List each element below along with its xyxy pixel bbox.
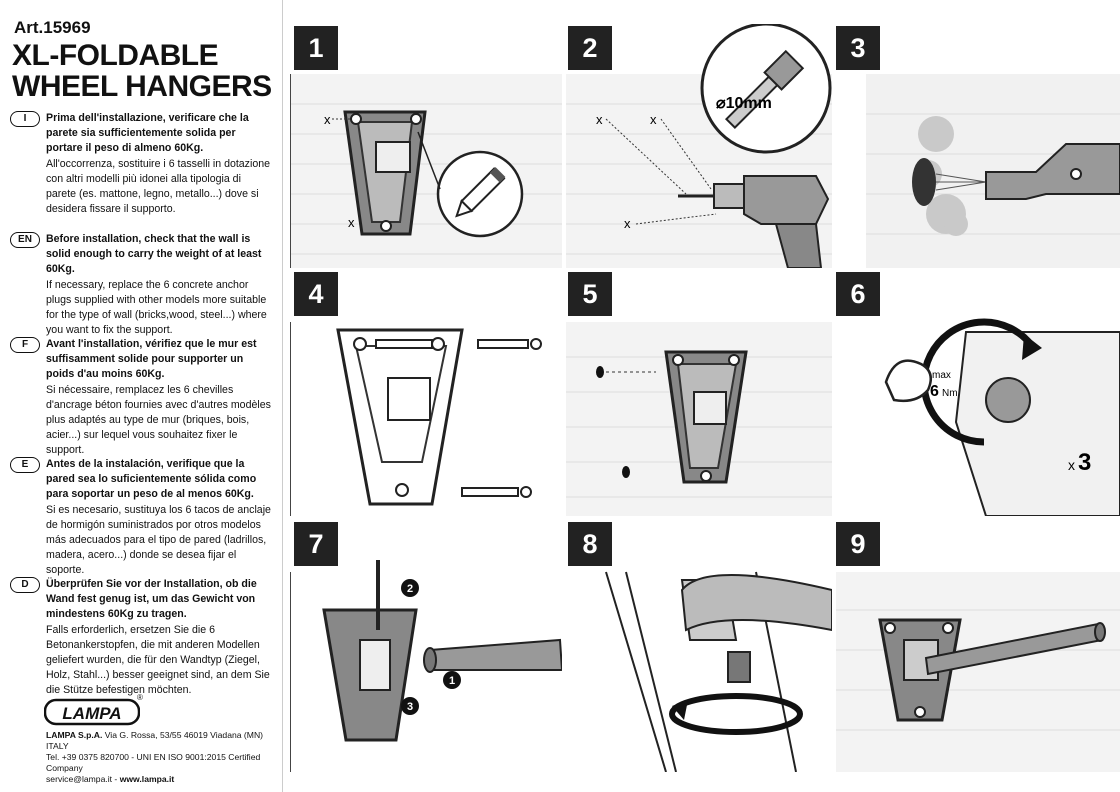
step-5-number: 5 (568, 272, 612, 316)
company-address: Via G. Rossa, 53/55 46019 Viadana (MN) I… (46, 730, 264, 751)
step-2-panel: 2 x x x ⌀10mm (566, 24, 832, 268)
lang-block-en: EN Before installation, check that the w… (10, 232, 272, 338)
step-1-illustration: x x (290, 74, 562, 268)
step-8-illustration (605, 571, 832, 772)
hanger-arm (429, 638, 562, 671)
lang-text-de: Falls erforderlich, ersetzen Sie die 6 B… (46, 623, 270, 697)
lang-badge-de: D (10, 577, 40, 593)
nut-icon (727, 651, 751, 683)
rotate-arrow (669, 693, 803, 735)
lang-warning-es: Antes de la instalación, verifique que l… (46, 458, 257, 501)
lang-block-de: D Überprüfen Sie vor der Installation, o… (10, 577, 272, 699)
lang-text-es: Si es necesario, sustituya los 6 tacos d… (46, 503, 271, 577)
company-info: LAMPA S.p.A. Via G. Rossa, 53/55 46019 V… (46, 730, 282, 785)
step-9-panel: 9 (836, 520, 1120, 772)
lang-badge-es: E (10, 457, 40, 473)
repeat-count: 3 (1078, 449, 1091, 476)
step-3-number: 3 (836, 26, 880, 70)
lang-block-fr: F Avant l'installation, vérifiez que le … (10, 337, 272, 459)
step-2-number: 2 (568, 26, 612, 70)
company-web[interactable]: www.lampa.it (119, 774, 175, 784)
step-3-panel: 3 (836, 24, 1120, 268)
step-1-number: 1 (294, 26, 338, 70)
repeat-x: x (1068, 457, 1075, 473)
step-9-illustration (836, 572, 1120, 772)
drill-size: ⌀10mm (716, 95, 772, 112)
torque-unit: Nm (942, 388, 958, 399)
anchor-plugs (375, 338, 542, 498)
bolt-head (985, 377, 1031, 423)
company-email[interactable]: service@lampa.it (46, 774, 113, 784)
tighten-arrow (920, 318, 1035, 446)
title-line-1: XL-FOLDABLE (12, 39, 219, 72)
step-1-panel: 1 x x (290, 24, 562, 268)
step-9-number: 9 (836, 522, 880, 566)
mark-x-2: x (348, 215, 355, 230)
blower-icon (985, 143, 1120, 200)
lang-warning-it: Prima dell'installazione, verificare che… (46, 112, 249, 155)
hanger-arm (680, 574, 832, 632)
lang-block-it: I Prima dell'installazione, verificare c… (10, 111, 272, 217)
step-4-illustration (290, 322, 542, 516)
step-7-panel: 7 2 1 3 (290, 520, 562, 772)
step-8-number: 8 (568, 522, 612, 566)
step-7-illustration: 2 1 3 (290, 560, 562, 772)
logo-text: LAMPA (62, 704, 121, 723)
step-8-panel: 8 (566, 520, 832, 772)
lang-text-en: If necessary, replace the 6 concrete anc… (46, 278, 267, 337)
lang-text-fr: Si nécessaire, remplacez les 6 chevilles… (46, 383, 271, 457)
step-6-panel: 6 max 6 Nm x 3 (836, 272, 1120, 516)
step-4-number: 4 (294, 272, 338, 316)
mark-x-2: x (650, 112, 657, 127)
column-divider (282, 0, 283, 792)
registered-mark: ® (137, 693, 143, 702)
strength-icon (884, 359, 933, 403)
instructions-column: Art.15969 XL-FOLDABLE WHEEL HANGERS I Pr… (0, 0, 282, 792)
drill-icon (678, 175, 830, 268)
lang-badge-fr: F (10, 337, 40, 353)
callout-1: 1 (449, 675, 455, 687)
step-6-illustration: max 6 Nm x 3 (884, 318, 1120, 516)
mark-x-3: x (624, 216, 631, 231)
lang-badge-it: I (10, 111, 40, 127)
lampa-logo: LAMPA (44, 698, 140, 726)
lang-badge-en: EN (10, 232, 40, 248)
lang-warning-en: Before installation, check that the wall… (46, 233, 262, 276)
mark-x-1: x (596, 112, 603, 127)
company-sep: - (112, 774, 120, 784)
lang-block-es: E Antes de la instalación, verifique que… (10, 457, 272, 579)
lang-warning-fr: Avant l'installation, vérifiez que le mu… (46, 338, 257, 381)
torque-max-label: max (932, 370, 951, 381)
company-name: LAMPA S.p.A. (46, 730, 103, 740)
step-5-illustration (566, 322, 832, 516)
mark-x-1: x (324, 112, 331, 127)
callout-2: 2 (407, 583, 413, 595)
lang-warning-de: Überprüfen Sie vor der Installation, ob … (46, 578, 257, 621)
torque-value: 6 (930, 383, 939, 400)
lang-text-it: All'occorrenza, sostituire i 6 tasselli … (46, 157, 271, 216)
step-2-illustration: x x x ⌀10mm (566, 24, 832, 268)
product-title: XL-FOLDABLE WHEEL HANGERS (12, 40, 272, 102)
step-6-number: 6 (836, 272, 880, 316)
step-5-panel: 5 (566, 272, 832, 516)
article-number: Art.15969 (14, 18, 91, 37)
step-4-panel: 4 (290, 272, 562, 516)
pencil-icon (455, 167, 506, 218)
step-3-illustration (866, 74, 1120, 268)
step-7-number: 7 (294, 522, 338, 566)
title-line-2: WHEEL HANGERS (12, 70, 272, 103)
company-phone: Tel. +39 0375 820700 - UNI EN ISO 9001:2… (46, 752, 261, 773)
callout-3: 3 (407, 701, 413, 713)
